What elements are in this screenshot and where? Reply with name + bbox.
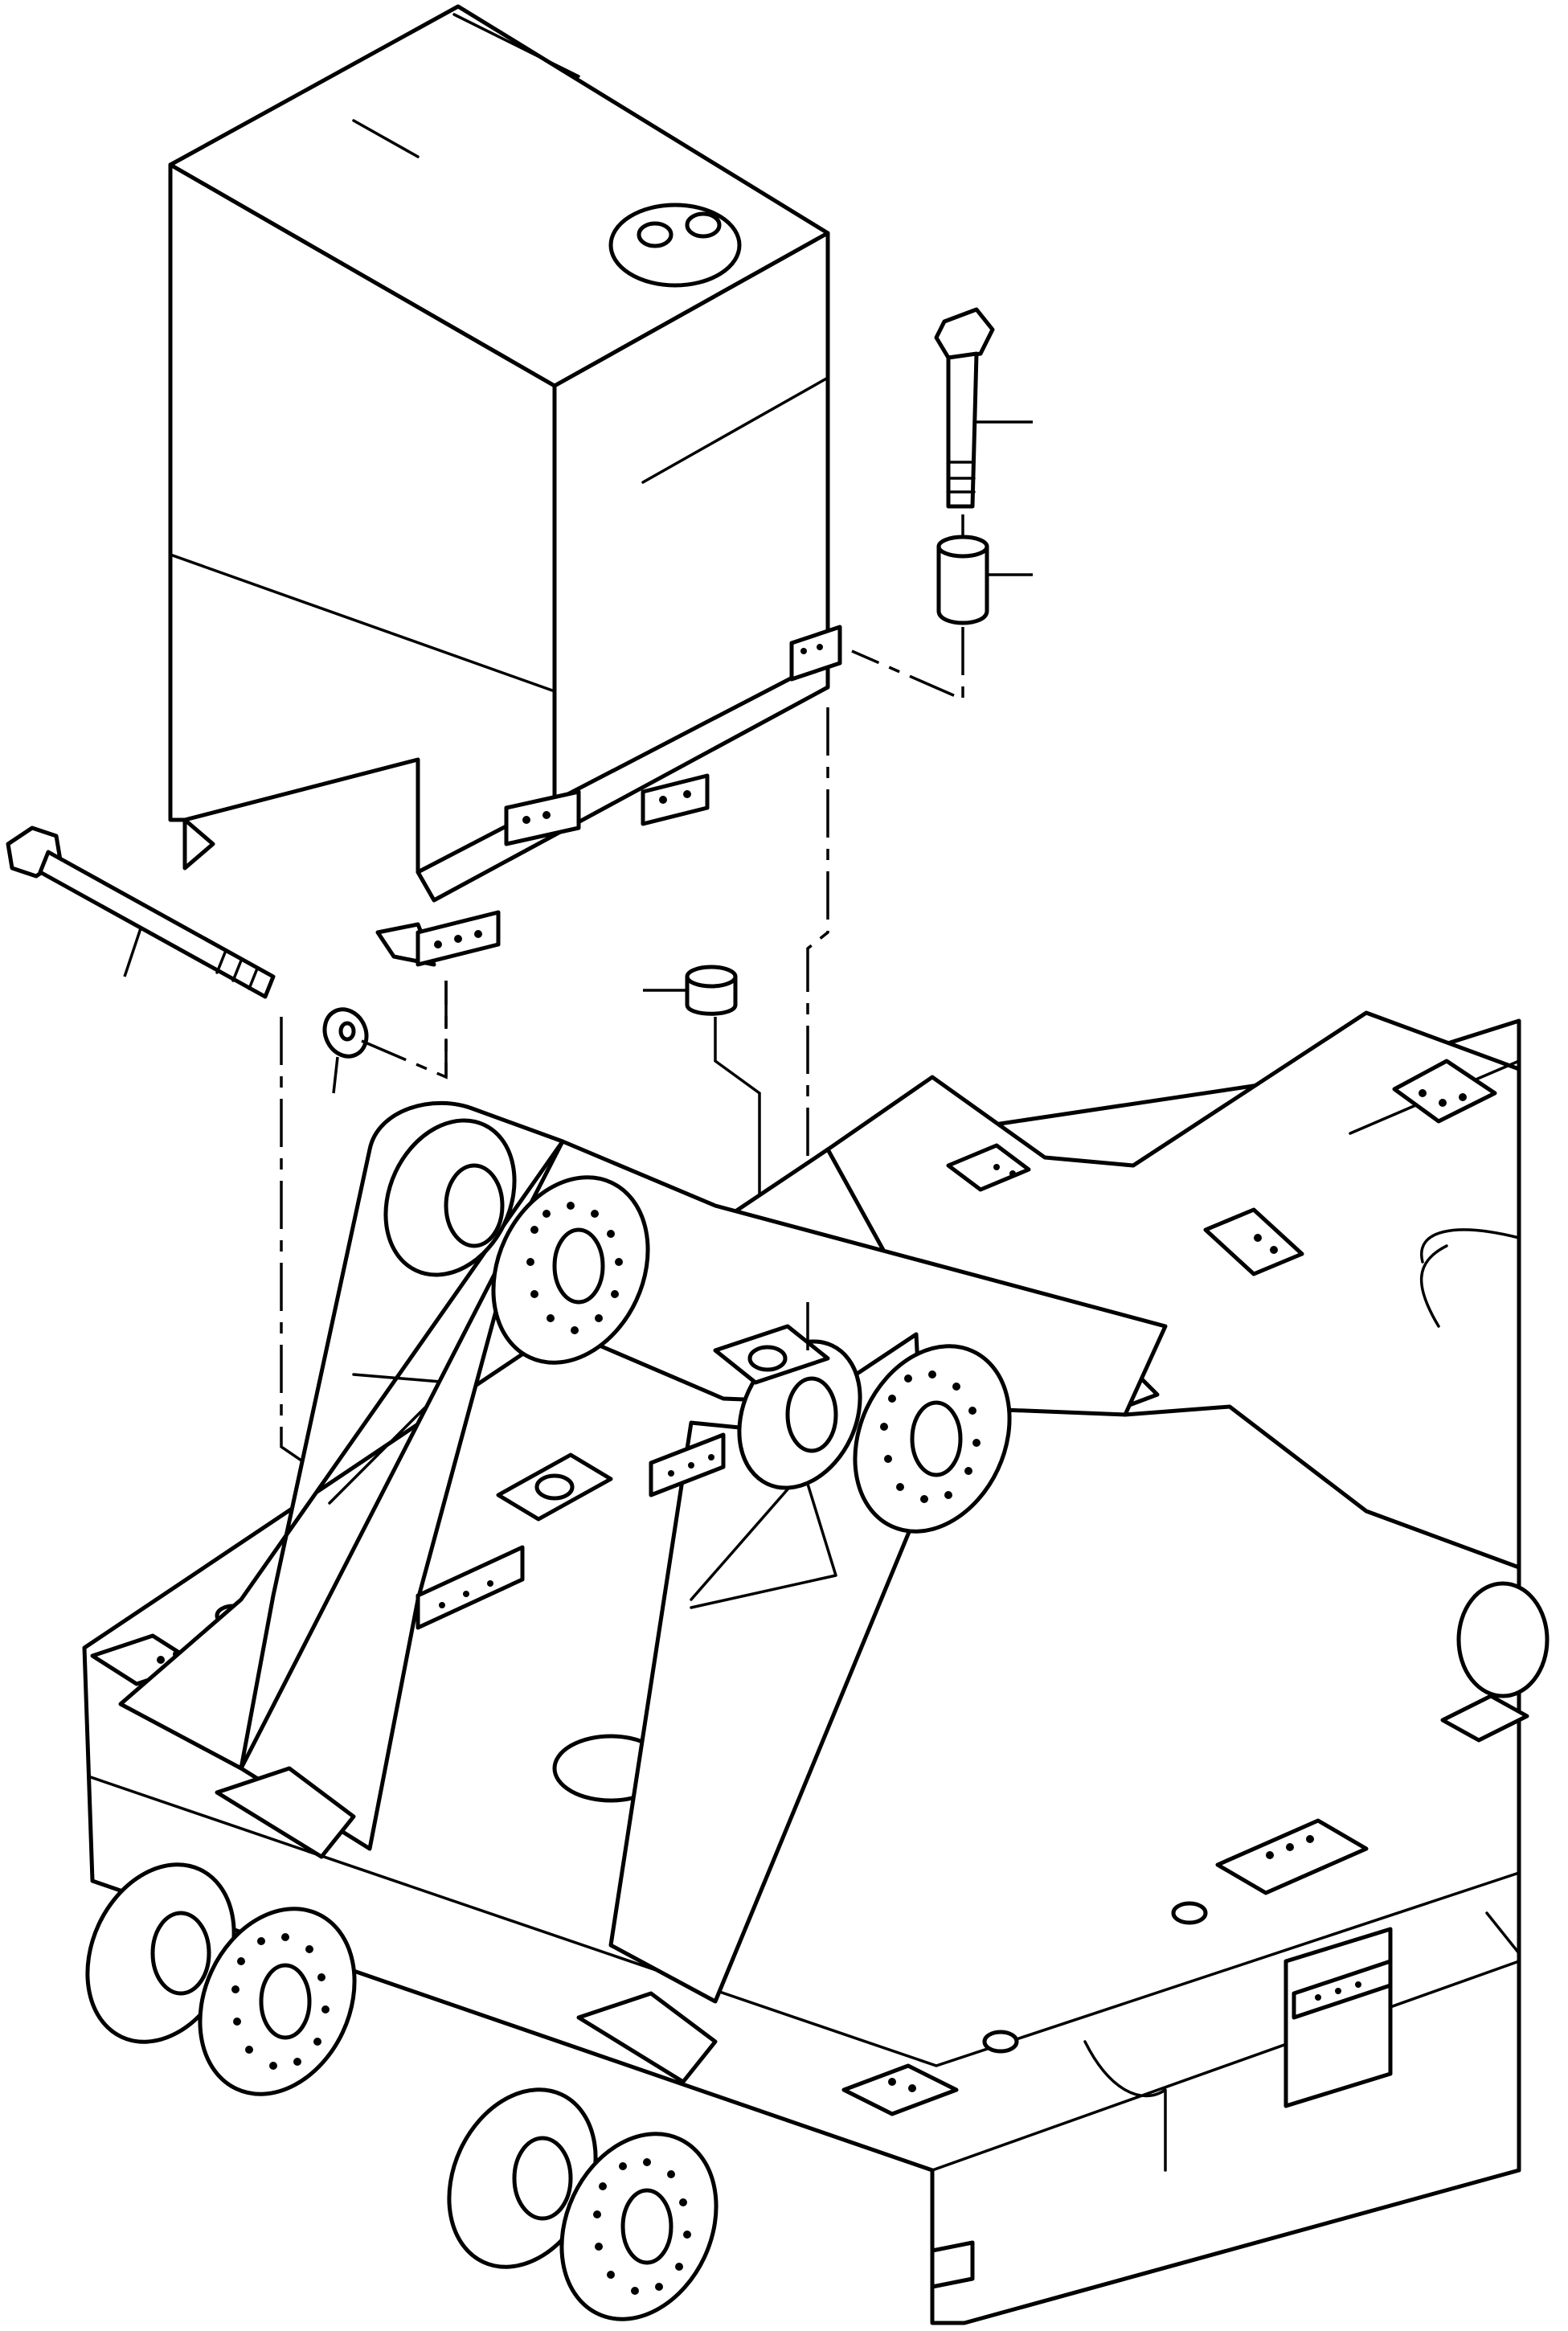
spacer-body xyxy=(936,544,989,625)
frame-front-panel-1 xyxy=(1283,1927,1393,2108)
tank-install-line xyxy=(806,707,829,1302)
frame-lug-left-inner xyxy=(150,1911,211,1996)
tank-top-seams xyxy=(352,13,829,484)
frame-plate-7 xyxy=(1440,1694,1529,1743)
frame-mount-strip xyxy=(649,1432,726,1497)
bolt-short-head xyxy=(934,307,995,360)
spacer-top xyxy=(936,535,989,559)
frame-ring xyxy=(1456,1581,1550,1698)
frame-hole-2 xyxy=(1171,1901,1208,1925)
tank-bracket-mid xyxy=(504,789,581,846)
frame-arm-left-housing xyxy=(215,1766,356,1859)
bolt-short-shank xyxy=(946,351,979,509)
bolt-long-shank xyxy=(38,850,276,999)
frame-front-contours xyxy=(1083,1911,1521,2172)
bolt-long-threads xyxy=(215,951,259,990)
frame-hole-3 xyxy=(982,2030,1019,2054)
frame-arm-right-housing xyxy=(576,1991,718,2084)
tank-panel-seam xyxy=(169,553,556,693)
washer-install-line xyxy=(361,981,448,1079)
tank-bracket-back xyxy=(789,625,842,682)
spacer xyxy=(851,514,1033,702)
frame-plate-3 xyxy=(1392,1059,1497,1124)
frame-arm-right-ribs xyxy=(690,1469,837,1609)
frame-plate-8 xyxy=(930,2240,975,2289)
frame-rear-arc xyxy=(1420,1244,1448,1328)
bolt-short-threads xyxy=(947,461,976,494)
tank-filler-cap-2 xyxy=(685,211,722,239)
frame-plate-2 xyxy=(1203,1207,1304,1276)
frame-mid-edge xyxy=(87,1775,1521,2067)
washer-leader xyxy=(332,1056,339,1094)
frame-pivot-right-inner xyxy=(785,1376,838,1453)
spacer-install-line xyxy=(851,627,964,702)
frame-plate-5 xyxy=(1215,1818,1369,1895)
tank-filler-cap-1 xyxy=(637,221,673,248)
bolt-short xyxy=(934,307,1033,509)
frame-mount-hole-2 xyxy=(534,1473,575,1501)
frame-pivot-left-inner xyxy=(444,1163,505,1248)
cap xyxy=(643,707,829,1358)
washer-hole xyxy=(338,1021,356,1042)
frame-lug-right-hub xyxy=(620,2188,673,2265)
frame-front-bracket xyxy=(1292,1959,1393,2020)
tank-bracket-right xyxy=(641,773,710,826)
frame xyxy=(82,1010,1550,2325)
frame-mount-hole xyxy=(747,1345,788,1372)
bolt-long-install-line xyxy=(280,1017,447,1561)
bolt-long-leader xyxy=(123,928,142,977)
frame-lug-right-inner xyxy=(512,2136,573,2221)
frame-flange-right-hub xyxy=(910,1400,963,1477)
frame-lug-left-hub xyxy=(259,1963,312,2040)
frame-plate-4 xyxy=(946,1143,1031,1192)
frame-plate-6 xyxy=(841,2063,959,2116)
frame-flange-left-hub xyxy=(552,1227,605,1305)
bolt-long xyxy=(6,825,276,999)
tank xyxy=(168,4,842,967)
cap-top xyxy=(685,965,738,989)
tank-filler-plate xyxy=(608,203,742,288)
tank-foot-rear xyxy=(182,817,215,871)
